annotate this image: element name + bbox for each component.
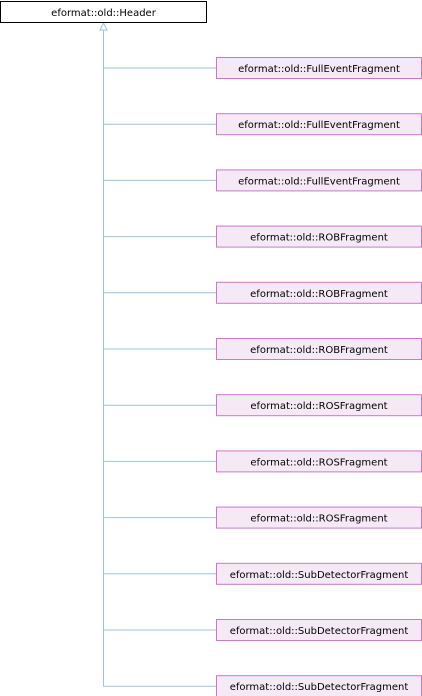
derived-class-node[interactable]: eformat::old::SubDetectorFragment	[216, 562, 422, 585]
derived-class-node[interactable]: eformat::old::SubDetectorFragment	[216, 619, 422, 641]
inheritance-edges	[99, 21, 217, 687]
derived-class-node[interactable]: eformat::old::SubDetectorFragment	[216, 675, 422, 696]
derived-class-node[interactable]: eformat::old::ROBFragment	[216, 281, 422, 304]
derived-class-label: eformat::old::SubDetectorFragment	[230, 682, 409, 693]
derived-class-label: eformat::old::ROSFragment	[250, 457, 387, 468]
derived-class-node[interactable]: eformat::old::FullEventFragment	[216, 113, 422, 136]
derived-class-label: eformat::old::SubDetectorFragment	[230, 626, 409, 637]
base-class-label: eformat::old::Header	[51, 8, 157, 19]
derived-class-node[interactable]: eformat::old::ROSFragment	[216, 450, 422, 473]
derived-class-label: eformat::old::ROSFragment	[250, 514, 387, 525]
derived-class-node[interactable]: eformat::old::ROBFragment	[216, 225, 422, 248]
base-class-node[interactable]: eformat::old::Header	[0, 1, 207, 23]
inheritance-arrow-icon	[99, 21, 108, 31]
derived-class-label: eformat::old::ROBFragment	[250, 289, 388, 300]
derived-class-label: eformat::old::FullEventFragment	[238, 120, 400, 131]
derived-class-label: eformat::old::ROBFragment	[250, 345, 388, 356]
derived-class-label: eformat::old::FullEventFragment	[238, 176, 400, 187]
derived-class-node[interactable]: eformat::old::ROBFragment	[216, 338, 422, 360]
derived-class-label: eformat::old::FullEventFragment	[238, 64, 400, 75]
base-class-box	[0, 1, 207, 23]
derived-class-nodes: eformat::old::FullEventFragmenteformat::…	[216, 57, 422, 696]
derived-class-node[interactable]: eformat::old::FullEventFragment	[216, 57, 422, 79]
derived-class-node[interactable]: eformat::old::FullEventFragment	[216, 169, 422, 192]
derived-class-node[interactable]: eformat::old::ROSFragment	[216, 394, 422, 417]
derived-class-label: eformat::old::SubDetectorFragment	[230, 570, 409, 581]
derived-class-node[interactable]: eformat::old::ROSFragment	[216, 506, 422, 529]
derived-class-label: eformat::old::ROBFragment	[250, 233, 388, 244]
derived-class-label: eformat::old::ROSFragment	[250, 401, 387, 412]
